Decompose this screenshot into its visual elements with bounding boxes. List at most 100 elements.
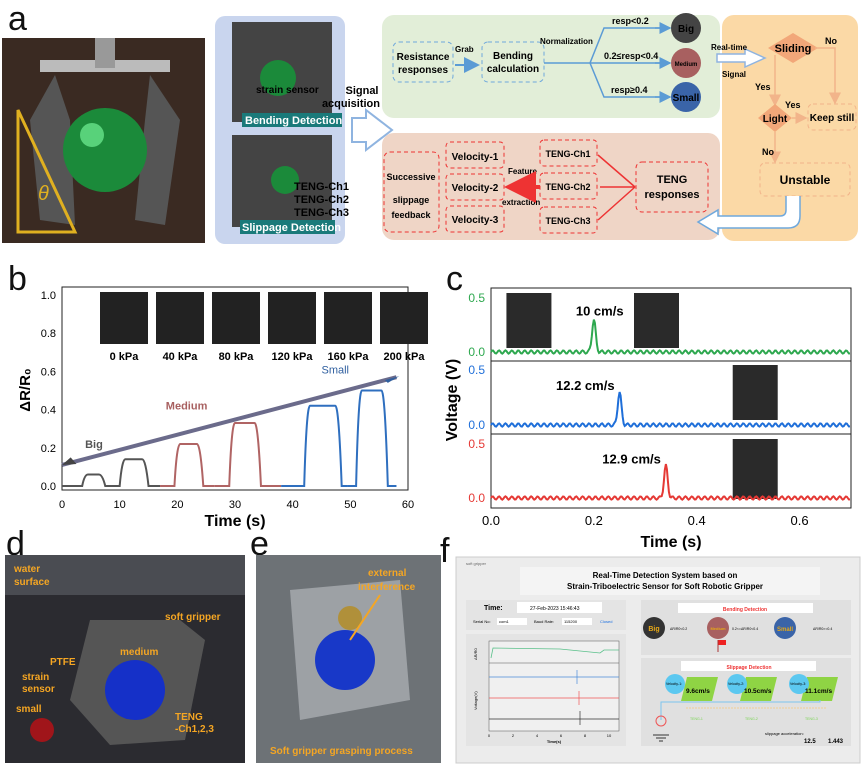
gripper-photo-inset <box>506 293 552 348</box>
time-label: Time: <box>484 605 503 612</box>
panel-label-d: d <box>6 525 25 563</box>
medium-annotation: Medium <box>166 401 208 413</box>
y-tick: 0.8 <box>41 328 56 340</box>
panel-label-b: b <box>8 260 27 298</box>
velocity-1-value: 9.6cm/s <box>686 688 710 695</box>
bending-text: Bending <box>493 51 533 62</box>
no-label-2: No <box>762 147 774 157</box>
feedback-arrow <box>696 196 801 236</box>
slippage-detection-header: Slippage Detection <box>726 665 771 671</box>
velocity-annotation: 12.9 cm/s <box>602 451 661 466</box>
gripper-thumbnail <box>212 292 260 344</box>
teng-ch-label: -Ch1,2,3 <box>175 724 214 735</box>
f-xtick: 4 <box>536 733 539 738</box>
baud-label: Baud Rate: <box>534 619 554 624</box>
bending-detection-label: Bending Detection <box>245 115 342 127</box>
big-annotation: Big <box>85 439 103 451</box>
velocity-3-value: 11.1cm/s <box>805 688 832 695</box>
small-node: Small <box>673 93 700 104</box>
x-axis-label: Time (s) <box>204 513 265 530</box>
responses-text: responses <box>398 65 448 76</box>
app-title-2: Strain-Triboelectric Sensor for Soft Rob… <box>567 582 763 591</box>
successive-text: Successive <box>386 172 435 182</box>
x-axis-label: Time (s) <box>640 534 701 551</box>
bending-flow-box <box>382 15 720 118</box>
arrow-head-right <box>384 376 400 383</box>
cond-medium: 0.2≤resp<0.4 <box>604 51 658 61</box>
voltage-line-3 <box>490 463 851 501</box>
small-label: small <box>16 704 42 715</box>
pulse-line <box>160 442 215 487</box>
gripper-photo-inset <box>732 365 778 420</box>
teng-3-label: TENG-3 <box>805 717 818 721</box>
slippage-text: slippage <box>393 195 430 205</box>
y-tick: 0.0 <box>468 418 485 432</box>
accel-value-1: 12.5 <box>804 739 816 745</box>
interference-photo: external interference Soft gripper grasp… <box>256 555 441 763</box>
small-indicator: Small <box>777 627 793 633</box>
status-button[interactable]: Closed <box>600 619 612 624</box>
f-xtick: 8 <box>584 733 587 738</box>
threshold-big: ΔR/R0<0.2 <box>670 627 687 631</box>
photo-caption: Soft gripper grasping process <box>270 746 413 757</box>
y-tick: 0.0 <box>41 481 56 493</box>
light-node: Light <box>763 114 788 125</box>
pressure-label: 0 kPa <box>110 351 140 363</box>
x-tick: 50 <box>344 499 356 511</box>
panel-label-e: e <box>250 525 269 563</box>
pressure-label: 80 kPa <box>219 351 255 363</box>
bending-detection-header: Bending Detection <box>723 607 767 613</box>
grab-label: Grab <box>455 45 474 54</box>
velocity-readouts: Velocity-1: Velocity-2: Velocity-3: 9.6c… <box>665 674 838 701</box>
serial-label: Serial No: <box>473 619 491 624</box>
medium-label: medium <box>120 647 158 658</box>
yes-label-2: Yes <box>785 100 801 110</box>
x-tick: 20 <box>171 499 183 511</box>
medium-node: Medium <box>675 62 698 68</box>
water-label: water <box>13 564 40 575</box>
resistance-text: Resistance <box>397 52 450 63</box>
size-arrow <box>61 375 397 467</box>
window-title: soft gripper <box>466 561 487 566</box>
sliding-node: Sliding <box>775 43 812 55</box>
gripper-photo-inset <box>634 293 679 348</box>
teng-ch1-label: TENG-Ch1 <box>294 181 349 193</box>
accel-value-2: 1.443 <box>828 739 844 745</box>
medium-indicator: Medium <box>710 626 726 631</box>
teng-2-label: TENG-2 <box>745 717 758 721</box>
surface-label: surface <box>14 577 50 588</box>
calculation-text: calculation <box>487 64 539 75</box>
realtime-arrow <box>716 47 767 69</box>
gripper-thumbnail <box>324 292 372 344</box>
x-tick: 0 <box>59 499 65 511</box>
cond-small: resp≥0.4 <box>611 85 647 95</box>
pressure-label: 40 kPa <box>163 351 199 363</box>
theta-label: θ <box>38 183 49 205</box>
serial-select[interactable] <box>497 618 527 625</box>
plot-frame <box>61 286 409 491</box>
y-tick: 1.0 <box>41 290 56 302</box>
panel-label-f: f <box>440 532 450 570</box>
extraction-label: extraction <box>502 198 540 207</box>
gripper-thumbnail <box>380 292 428 344</box>
pulse-line <box>281 404 348 487</box>
x-tick: 10 <box>114 499 126 511</box>
arrow-head-left <box>62 457 77 465</box>
accel-label: slippage acceleration: <box>765 731 804 736</box>
baud-select[interactable] <box>562 618 592 625</box>
velocity-1-label: Velocity-1: <box>666 682 682 686</box>
x-tick: 0.0 <box>482 513 500 528</box>
underwater-photo: water surface soft gripper medium PTFE s… <box>5 555 245 763</box>
velocity-boxes: Velocity-1 Velocity-2 Velocity-3 TENG-Ch… <box>445 139 598 234</box>
slippage-flow-box <box>382 133 720 240</box>
y-tick: 0.4 <box>41 405 56 417</box>
keep-still-node: Keep still <box>810 113 855 124</box>
pressure-label: 120 kPa <box>272 351 314 363</box>
gripper-thumbnail <box>156 292 204 344</box>
velocity-2: Velocity-2 <box>452 183 499 194</box>
threshold-small: ΔR/R0>=0.4 <box>813 627 832 631</box>
gripper-thumbnail <box>268 292 316 344</box>
yes-label-1: Yes <box>755 82 771 92</box>
